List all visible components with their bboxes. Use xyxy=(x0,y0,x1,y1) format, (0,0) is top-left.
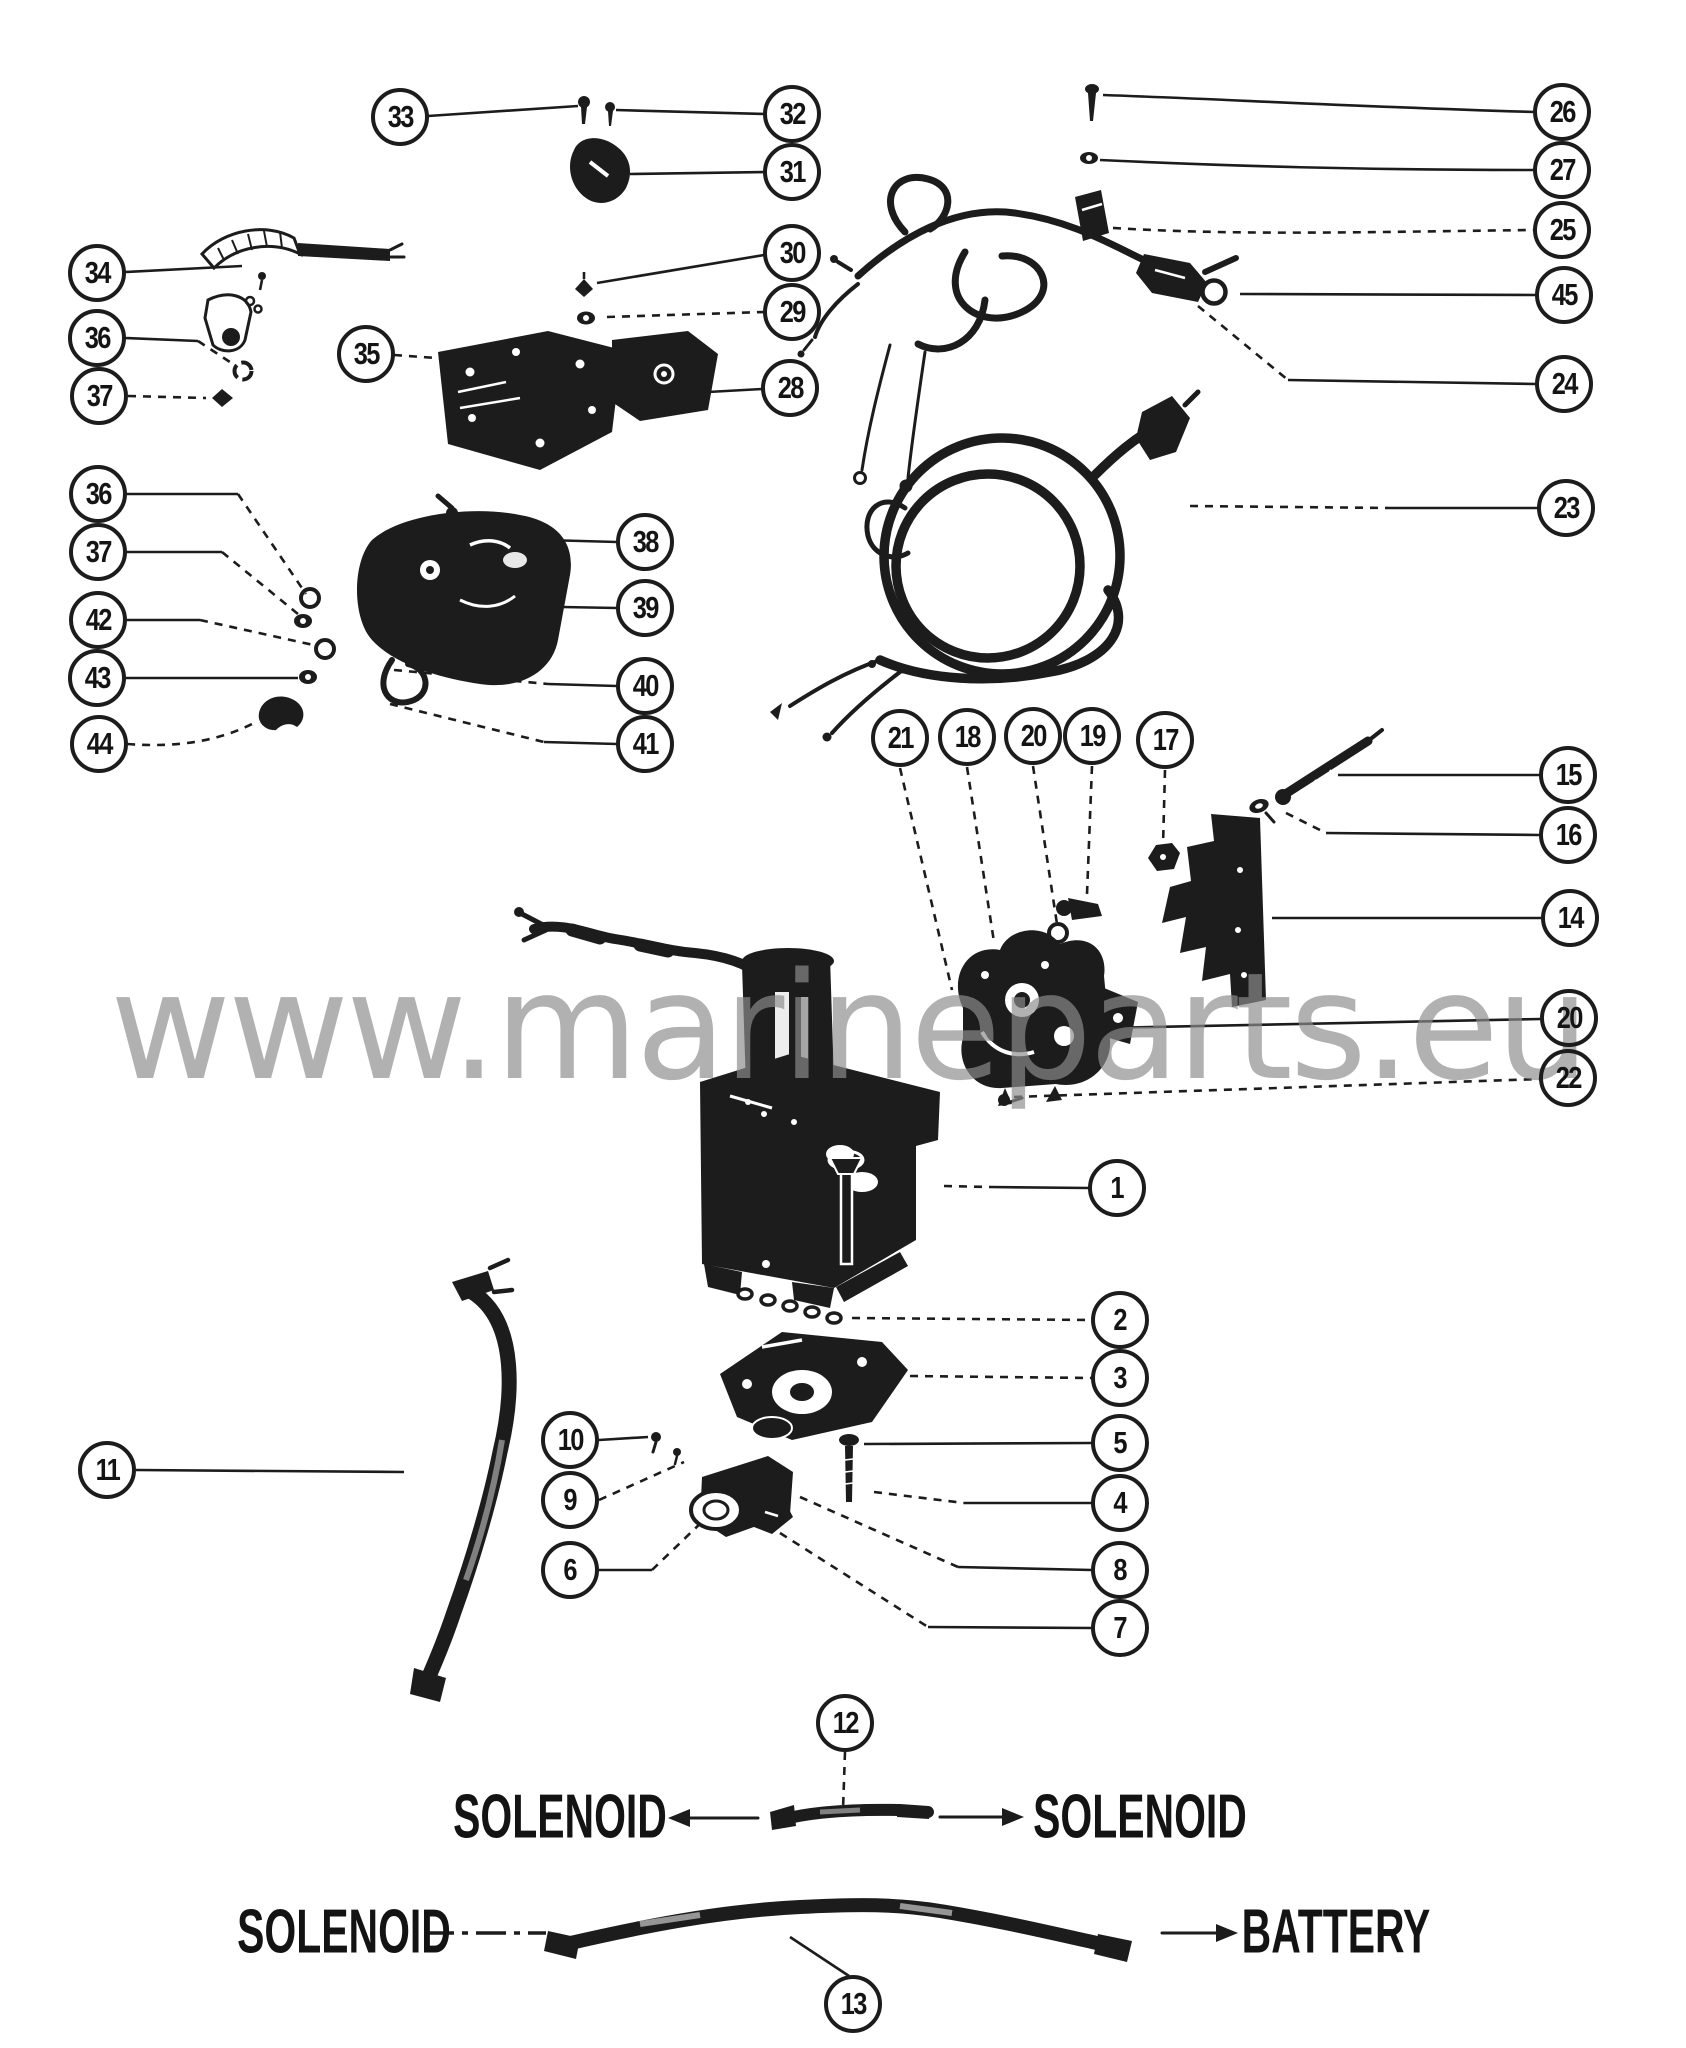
bolt-part-15 xyxy=(1282,736,1373,798)
ignition-coil-and-bracket-parts xyxy=(199,96,718,470)
voltage-regulator-parts xyxy=(258,493,571,731)
callout-35: 35 xyxy=(337,325,395,383)
callout-26: 26 xyxy=(1533,83,1591,141)
rectifier-part-14 xyxy=(1162,814,1266,1007)
starter-motor-assembly-part-1 xyxy=(514,907,940,1308)
callout-39: 39 xyxy=(616,579,674,637)
callout-36: 36 xyxy=(68,309,126,367)
callout-45: 45 xyxy=(1535,266,1593,324)
label-solenoid-upper-right: SOLENOID xyxy=(1033,1782,1247,1852)
callout-28: 28 xyxy=(761,359,819,417)
callout-6: 6 xyxy=(541,1541,599,1599)
callout-10: 10 xyxy=(541,1411,599,1469)
callout-18: 18 xyxy=(938,708,996,766)
callout-14: 14 xyxy=(1541,889,1599,947)
callout-34: 34 xyxy=(68,244,126,302)
callout-38: 38 xyxy=(616,513,674,571)
label-battery: BATTERY xyxy=(1241,1897,1431,1967)
callout-8: 8 xyxy=(1091,1541,1149,1599)
harness-part-24 xyxy=(854,174,1156,353)
callout-40: 40 xyxy=(616,657,674,715)
callout-12: 12 xyxy=(816,1694,874,1752)
callout-44: 44 xyxy=(70,715,128,773)
callout-17: 17 xyxy=(1136,711,1194,769)
coiled-cable-part-23 xyxy=(770,389,1201,742)
solenoid-battery-cables xyxy=(424,1803,1238,1962)
elbow-part-44 xyxy=(258,696,304,731)
callout-19: 19 xyxy=(1063,707,1121,765)
bolt-part-5 xyxy=(839,1434,859,1446)
callout-24: 24 xyxy=(1535,355,1593,413)
rectifier-and-distributor-parts xyxy=(957,728,1384,1106)
callout-27: 27 xyxy=(1533,141,1591,199)
callout-1: 1 xyxy=(1088,1159,1146,1217)
battery-cable-part-11 xyxy=(410,1257,517,1702)
callout-11: 11 xyxy=(78,1441,136,1499)
callout-13: 13 xyxy=(824,1975,882,2033)
callout-36: 36 xyxy=(69,465,127,523)
callout-32: 32 xyxy=(763,85,821,143)
callout-33: 33 xyxy=(371,88,429,146)
callout-29: 29 xyxy=(763,283,821,341)
ring-part-45 xyxy=(1200,278,1228,306)
arrow-right-icon xyxy=(1002,1808,1024,1826)
leader-lines xyxy=(124,93,1542,1978)
bolt-part-7 xyxy=(754,1500,793,1534)
callout-21: 21 xyxy=(871,709,929,767)
arrow-left-icon xyxy=(668,1809,690,1827)
callout-31: 31 xyxy=(763,143,821,201)
callout-23: 23 xyxy=(1537,479,1595,537)
label-solenoid-lower-left: SOLENOID xyxy=(237,1897,451,1967)
wiring-harness-parts xyxy=(770,84,1239,742)
callout-16: 16 xyxy=(1539,806,1597,864)
choke-solenoid-part-34 xyxy=(199,228,303,271)
callout-15: 15 xyxy=(1539,746,1597,804)
callout-2: 2 xyxy=(1091,1291,1149,1349)
callout-37: 37 xyxy=(70,367,128,425)
callout-42: 42 xyxy=(69,591,127,649)
callout-30: 30 xyxy=(763,224,821,282)
callout-43: 43 xyxy=(68,649,126,707)
callout-4: 4 xyxy=(1091,1474,1149,1532)
callout-25: 25 xyxy=(1533,201,1591,259)
starter-end-cap-parts xyxy=(651,1287,908,1537)
callout-5: 5 xyxy=(1091,1414,1149,1472)
callout-22: 22 xyxy=(1539,1049,1597,1107)
callout-3: 3 xyxy=(1091,1349,1149,1407)
callout-20: 20 xyxy=(1540,989,1598,1047)
callout-9: 9 xyxy=(541,1471,599,1529)
o-rings-part-2 xyxy=(736,1287,843,1325)
arrow-right-icon xyxy=(1216,1924,1238,1942)
label-solenoid-upper-left: SOLENOID xyxy=(453,1782,667,1852)
callout-20: 20 xyxy=(1004,707,1062,765)
callout-37: 37 xyxy=(69,523,127,581)
callout-41: 41 xyxy=(616,715,674,773)
callout-7: 7 xyxy=(1091,1599,1149,1657)
